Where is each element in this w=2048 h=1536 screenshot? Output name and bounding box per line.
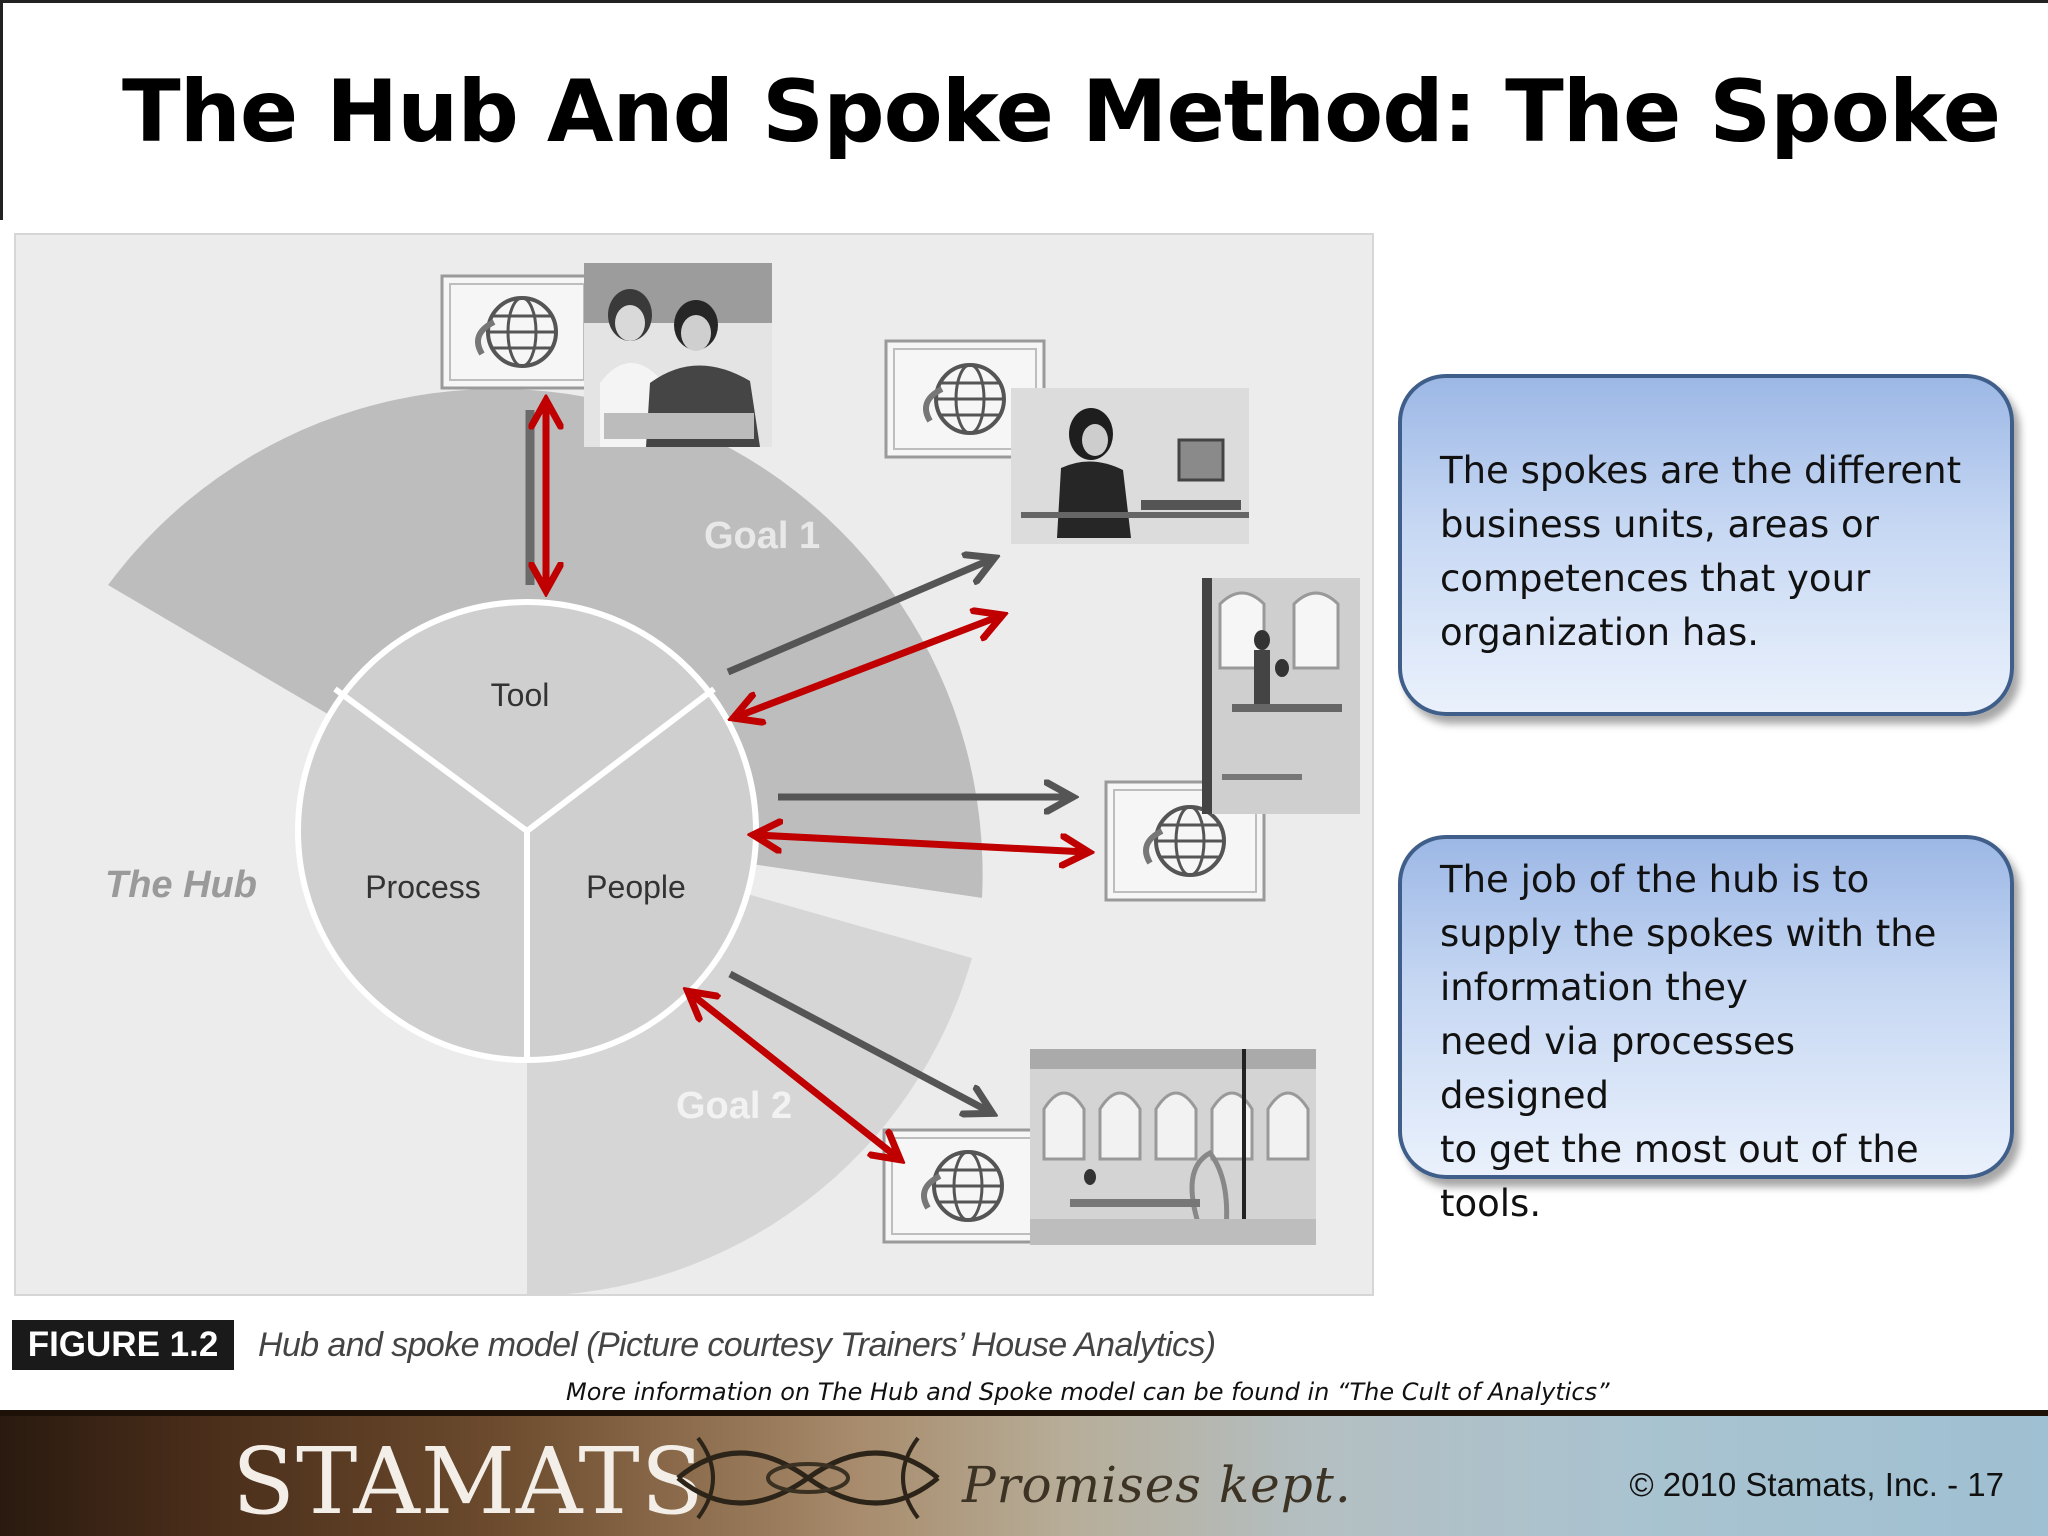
photo-meeting xyxy=(584,263,772,447)
ornament-icon xyxy=(668,1418,948,1536)
hub-job-callout-line: information they xyxy=(1440,961,1970,1015)
segment-people-label: People xyxy=(586,869,686,905)
more-info-note: More information on The Hub and Spoke mo… xyxy=(566,1378,1610,1406)
photo-office xyxy=(1202,578,1360,814)
figure-caption: Hub and spoke model (Picture courtesy Tr… xyxy=(258,1326,1215,1365)
hub-job-callout-line: The job of the hub is to xyxy=(1440,853,1970,907)
hub-job-callout: The job of the hub is to supply the spok… xyxy=(1398,835,2014,1179)
spokes-callout-text: The spokes are the different business un… xyxy=(1440,449,1961,654)
hub-job-callout-line: tools. xyxy=(1440,1177,1970,1231)
goal1-label: Goal 1 xyxy=(704,515,820,557)
goal2-label: Goal 2 xyxy=(676,1085,792,1127)
hub-job-callout-line: need via processes designed xyxy=(1440,1015,1970,1123)
photo-openspace xyxy=(1030,1049,1316,1245)
stamats-logo: STAMATS xyxy=(232,1428,705,1535)
hub-job-callout-line: supply the spokes with the xyxy=(1440,907,1970,961)
photo-desk xyxy=(1011,388,1249,544)
segment-tool-label: Tool xyxy=(491,677,550,713)
segment-process-label: Process xyxy=(365,869,481,905)
globe-icon xyxy=(884,1130,1044,1242)
figure-label: FIGURE 1.2 xyxy=(12,1320,234,1370)
spokes-callout: The spokes are the different business un… xyxy=(1398,374,2014,716)
hub-label: The Hub xyxy=(105,864,257,906)
footer-tagline: Promises kept. xyxy=(962,1456,1352,1514)
hub-job-callout-line: to get the most out of the xyxy=(1440,1123,1970,1177)
globe-icon xyxy=(442,276,592,388)
footer-copyright: © 2010 Stamats, Inc. - 17 xyxy=(1629,1466,2004,1504)
